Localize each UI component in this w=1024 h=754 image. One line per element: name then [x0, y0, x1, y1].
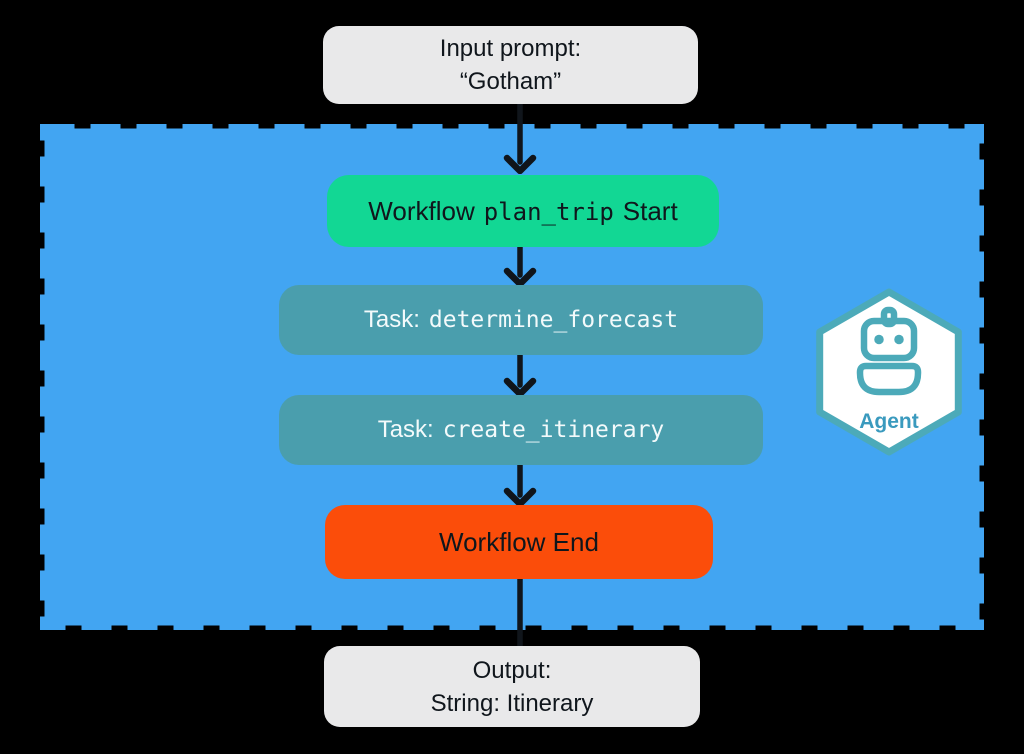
workflow-start-name: plan_trip: [483, 197, 614, 226]
agent-badge-label: Agent: [859, 410, 919, 433]
flow-arrow-start-to-task1: [503, 247, 537, 287]
agent-badge: Agent: [816, 288, 962, 456]
input-prompt-label: Input prompt:: [439, 35, 582, 62]
arrowhead-icon: [503, 377, 537, 397]
arrowhead-icon: [503, 267, 537, 287]
output-value: String: Itinerary: [430, 689, 594, 717]
output-label: Output:: [472, 656, 552, 684]
flow-arrow-input-to-start: [503, 104, 537, 174]
flow-arrow-task1-to-task2: [503, 355, 537, 397]
flow-line-end-to-output: [517, 578, 523, 646]
task-node-determine-forecast: Task: determine_forecast: [279, 285, 763, 355]
hexagon-shape: [816, 288, 962, 456]
task-node-create-itinerary: Task: create_itinerary: [279, 395, 763, 465]
workflow-end-label: Workflow End: [439, 526, 599, 557]
workflow-start-prefix: Workflow: [368, 195, 475, 226]
flow-arrow-task2-to-end: [503, 465, 537, 507]
task-label: Task:: [363, 306, 420, 333]
task-name: create_itinerary: [442, 417, 665, 443]
arrowhead-icon: [503, 487, 537, 507]
input-prompt-node: Input prompt: “Gotham”: [323, 26, 698, 104]
workflow-start-node: Workflow plan_trip Start: [327, 175, 719, 247]
output-node: Output: String: Itinerary: [324, 646, 700, 727]
robot-icon: [856, 306, 922, 396]
task-label: Task:: [377, 416, 434, 443]
arrowhead-icon: [503, 154, 537, 174]
input-prompt-value: “Gotham”: [459, 68, 562, 95]
workflow-end-node: Workflow End: [325, 505, 713, 579]
task-name: determine_forecast: [428, 307, 679, 333]
workflow-start-suffix: Start: [622, 195, 678, 226]
